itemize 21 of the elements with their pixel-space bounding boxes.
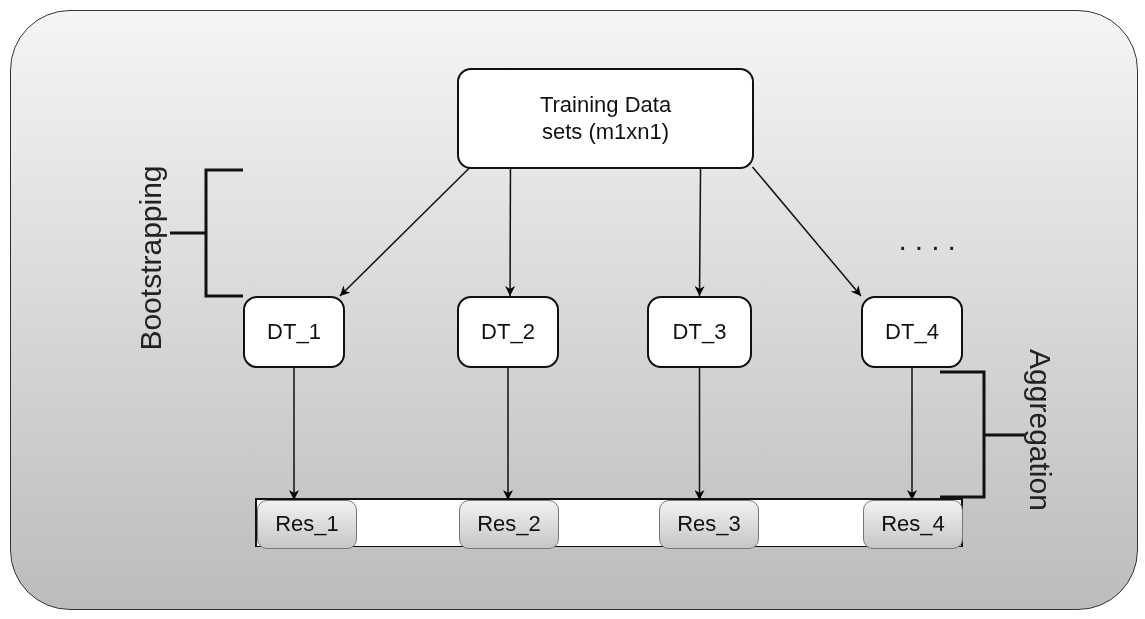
arrow: [503, 367, 513, 501]
arrow: [505, 168, 516, 297]
tree-box: DT_2: [457, 296, 559, 368]
tree-box: DT_1: [243, 296, 345, 368]
ellipsis: ....: [898, 223, 964, 257]
arrow: [907, 367, 917, 501]
result-box: Res_3: [659, 500, 759, 549]
result-box: Res_4: [863, 500, 963, 549]
result-box: Res_1: [257, 500, 357, 549]
arrow: [751, 166, 862, 297]
result-box: Res_2: [459, 500, 559, 549]
result-bar: [255, 498, 963, 547]
arrow: [694, 367, 705, 501]
arrow: [694, 168, 705, 297]
arrow: [339, 166, 472, 297]
arrow: [289, 367, 299, 501]
bracket-label: Bootstrapping: [133, 165, 168, 351]
tree-box: DT_3: [647, 296, 752, 368]
bracket-label: Aggregation: [1022, 349, 1057, 511]
tree-box: DT_4: [861, 296, 963, 368]
data-box: Training Data sets (m1xn1): [457, 68, 754, 169]
